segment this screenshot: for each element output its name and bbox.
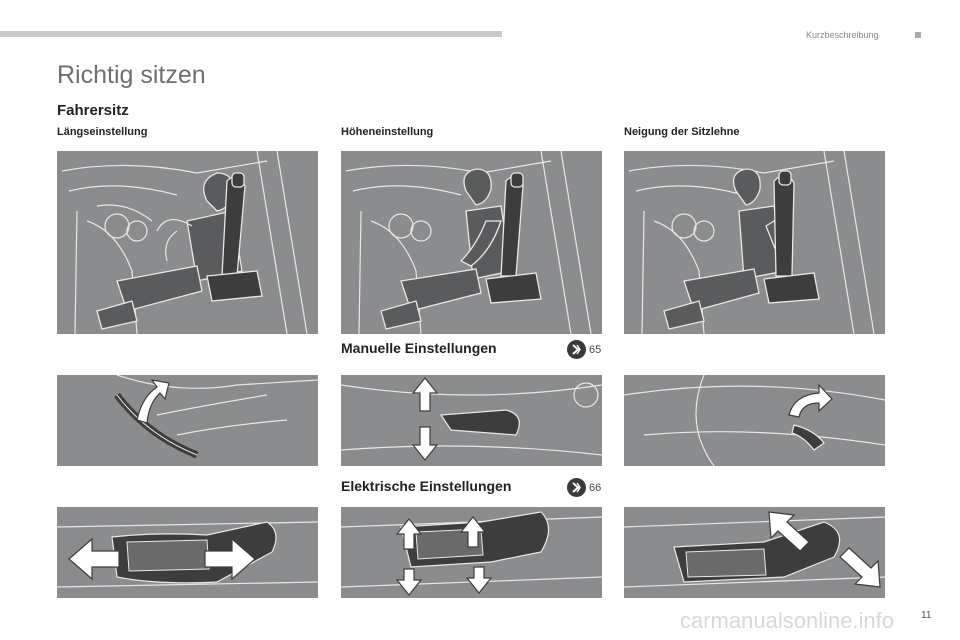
electric-settings-heading: Elektrische Einstellungen: [341, 478, 512, 494]
chevron-right-icon: [567, 340, 586, 359]
section-label: Kurzbeschreibung: [806, 30, 879, 40]
manual-reference-page: 65: [589, 343, 602, 356]
manual-backrest-control: [624, 375, 885, 466]
down-arrow-icon: [465, 566, 493, 594]
diagonal-arrow-icon: [768, 511, 810, 552]
watermark: carmanualsonline.info: [680, 608, 895, 633]
electric-backrest-control: [624, 507, 885, 598]
left-arrow-icon: [68, 537, 120, 581]
curved-arrow-icon: [788, 383, 833, 418]
illustration-longitudinal: [57, 151, 318, 334]
manual-longitudinal-control: [57, 375, 318, 466]
chevron-right-icon: [567, 478, 586, 497]
diagonal-arrow-icon: [839, 547, 881, 588]
page-number: 11: [921, 610, 932, 621]
electric-longitudinal-control: [57, 507, 318, 598]
column-label-height: Höheneinstellung: [341, 126, 434, 138]
illustration-height: [341, 151, 602, 334]
right-arrow-icon: [204, 537, 256, 581]
up-arrow-icon: [459, 516, 487, 548]
manual-height-control: [341, 375, 602, 466]
electric-reference-page: 66: [589, 481, 602, 494]
curved-arrow-icon: [136, 379, 170, 424]
manual-settings-heading: Manuelle Einstellungen: [341, 340, 497, 356]
section-marker: [915, 32, 921, 38]
up-arrow-icon: [411, 377, 439, 412]
down-arrow-icon: [395, 568, 423, 596]
page-title: Richtig sitzen: [57, 61, 206, 89]
header-rule: [0, 31, 502, 37]
illustration-backrest: [624, 151, 885, 334]
column-label-backrest: Neigung der Sitzlehne: [624, 126, 740, 138]
subtitle: Fahrersitz: [57, 102, 129, 119]
up-arrow-icon: [395, 518, 423, 550]
electric-height-control: [341, 507, 602, 598]
column-label-longitudinal: Längseinstellung: [57, 126, 148, 138]
manual-settings-reference[interactable]: 65: [567, 340, 601, 359]
electric-settings-reference[interactable]: 66: [567, 478, 601, 497]
down-arrow-icon: [411, 426, 439, 461]
